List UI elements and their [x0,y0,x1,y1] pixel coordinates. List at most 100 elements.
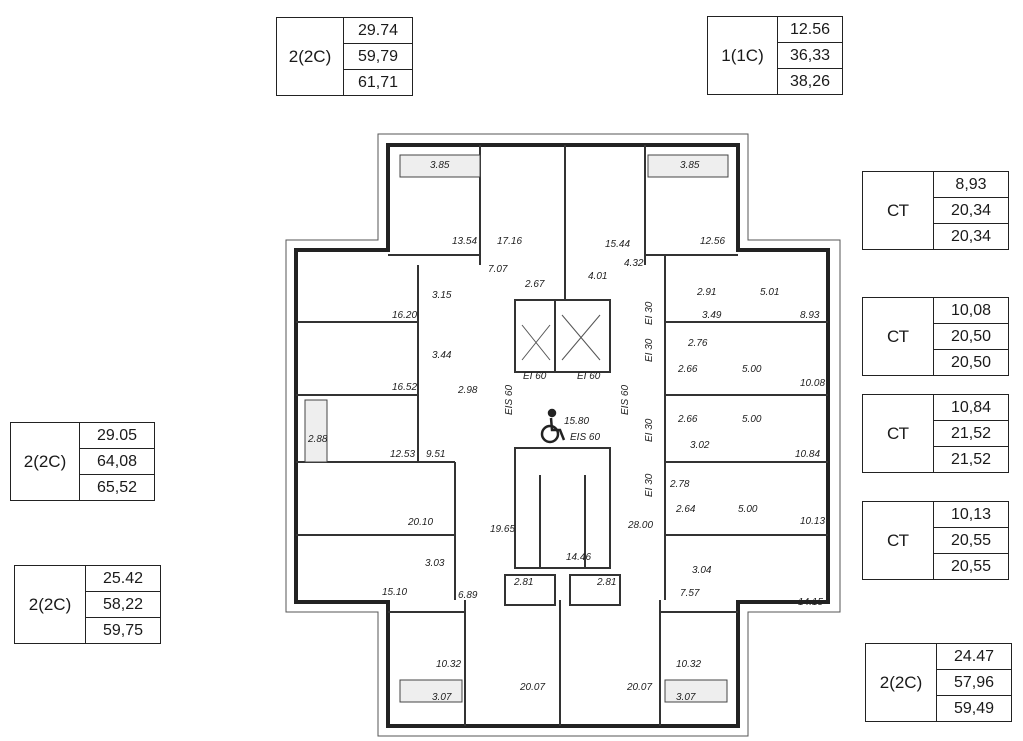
living-area: 25.42 [86,566,160,592]
interior-walls [296,145,828,726]
room-area: 2.76 [687,338,708,349]
room-area: 2.88 [307,434,328,445]
total-area: 20,55 [934,528,1008,554]
room-area: 15.80 [564,416,589,427]
room-area: 5.00 [742,414,762,425]
room-area: 3.03 [425,558,445,569]
fire-labels: EI 60 EI 60 EIS 60 EIS 60 EIS 60 EI 30 E… [504,301,655,497]
room-area: 3.44 [432,350,452,361]
room-area: 12.56 [700,236,725,247]
total-area: 36,33 [778,43,842,69]
total-area: 21,52 [934,421,1008,447]
fire-rating: EI 60 [577,371,601,382]
total-area: 64,08 [80,449,154,475]
room-area: 2.67 [524,279,545,290]
room-area: 13.54 [452,236,477,247]
room-area: 20.07 [519,682,545,693]
room-area: 2.64 [675,504,696,515]
total-area-balcony: 59,49 [953,700,995,717]
room-area: 7.57 [680,588,700,599]
room-area: 16.52 [392,382,417,393]
total-area-balcony: 61,71 [357,74,399,91]
living-area: 12.56 [778,17,842,43]
room-area: 19.65 [490,524,515,535]
room-area: 3.85 [430,160,450,171]
living-area: 24.47 [937,644,1011,670]
room-area: 10.32 [676,659,701,670]
fire-rating: EI 30 [644,338,655,362]
room-area: 10.84 [795,449,820,460]
living-area: 29.05 [80,423,154,449]
apartment-type: СТ [863,298,934,375]
room-area: 2.81 [513,577,533,588]
room-area: 16.20 [392,310,417,321]
fire-rating: EI 30 [644,301,655,325]
apartment-type: СТ [863,172,934,249]
room-area: 4.32 [624,258,644,269]
room-area: 6.89 [458,590,478,601]
slab-outline [285,133,841,737]
room-area: 2.91 [696,287,716,298]
exterior-wall [294,143,830,728]
room-area: 5.00 [742,364,762,375]
apartment-type: 2(2С) [15,566,86,643]
apartment-type: СТ [863,502,934,579]
balcony [399,154,481,178]
room-area: 20.07 [626,682,652,693]
total-area-balcony: 20,55 [950,558,992,575]
room-area: 14.15 [798,597,823,608]
room-labels: 3.85 3.85 13.54 17.16 15.44 12.56 7.07 2… [307,160,825,703]
room-area: 3.04 [692,565,712,576]
fire-rating: EI 60 [523,371,547,382]
apartment-type: 2(2С) [866,644,937,721]
room-area: 14.46 [566,552,591,563]
room-area: 9.51 [426,449,445,460]
room-area: 3.85 [680,160,700,171]
room-area: 2.66 [677,414,698,425]
total-area-balcony: 21,52 [950,451,992,468]
balcony [664,679,728,703]
room-area: 8.93 [800,310,820,321]
total-area: 20,50 [934,324,1008,350]
room-area: 2.81 [596,577,616,588]
wheelchair-icon [540,408,566,444]
room-area: 28.00 [627,520,653,531]
room-area: 5.00 [738,504,758,515]
total-area-balcony: 65,52 [96,479,138,496]
living-area: 10,84 [934,395,1008,421]
room-area: 3.49 [702,310,722,321]
room-area: 2.78 [669,479,690,490]
room-area: 20.10 [407,517,433,528]
fire-rating: EIS 60 [620,385,631,415]
room-area: 10.08 [800,378,825,389]
room-area: 3.07 [676,692,696,703]
room-area: 3.02 [690,440,710,451]
room-area: 4.01 [588,271,607,282]
room-area: 7.07 [488,264,508,275]
apartment-type: 2(2С) [11,423,80,500]
room-area: 10.32 [436,659,461,670]
total-area-balcony: 20,50 [950,354,992,371]
room-area: 5.01 [760,287,779,298]
total-area-balcony: 59,75 [102,622,144,639]
living-area: 29.74 [344,18,412,44]
balcony [647,154,729,178]
room-area: 10.13 [800,516,825,527]
apartment-type: 2(2С) [277,18,344,95]
apartment-type: СТ [863,395,934,472]
room-area: 3.07 [432,692,452,703]
total-area-balcony: 20,34 [950,228,992,245]
balcony [399,679,463,703]
apartment-type: 1(1С) [708,17,778,94]
balcony [304,399,328,463]
fire-rating: EIS 60 [504,385,515,415]
